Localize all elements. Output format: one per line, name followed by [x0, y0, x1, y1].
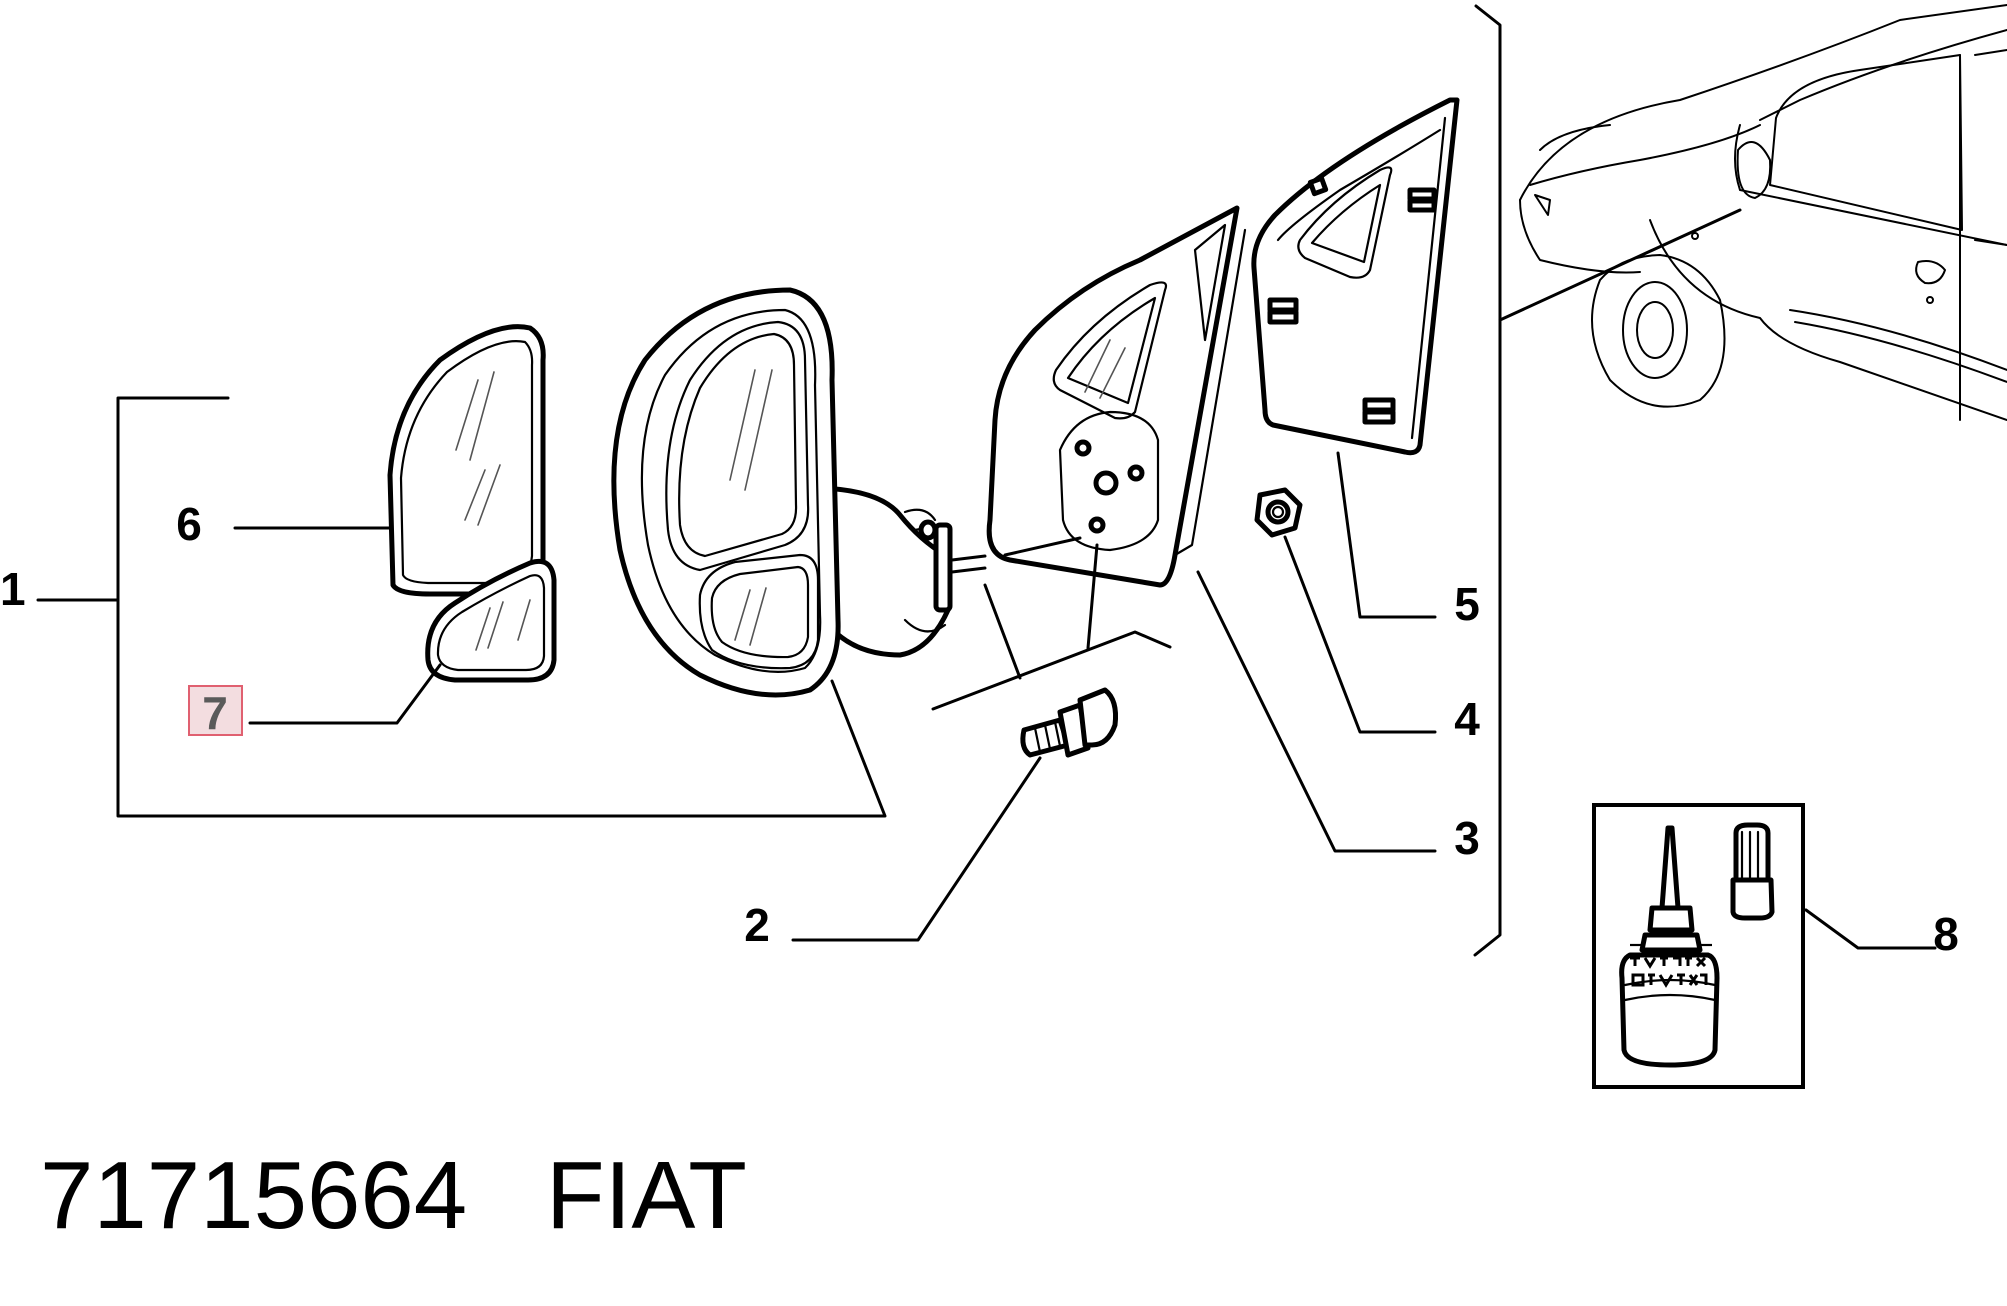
nut-icon: [1254, 487, 1303, 538]
screw-icon: [1020, 687, 1118, 758]
trim-cover-icon: [1251, 97, 1460, 456]
callout-5[interactable]: 5: [1454, 578, 1480, 630]
callout-1[interactable]: 1: [0, 563, 26, 615]
callout-4[interactable]: 4: [1454, 693, 1480, 745]
adhesive-kit-icon: [1592, 803, 1805, 1089]
mirror-housing-icon: [611, 287, 987, 698]
callout-2[interactable]: 2: [744, 899, 770, 951]
footer-brand: FIAT: [546, 1142, 747, 1249]
callout-3[interactable]: 3: [1454, 812, 1480, 864]
screw-reference-lines: [931, 543, 1172, 711]
mirror-glass-lower-icon: [425, 558, 557, 683]
group-bracket: [36, 396, 887, 818]
callout-8[interactable]: 8: [1933, 908, 1959, 960]
mirror-glass-upper-icon: [387, 324, 546, 597]
callout-7-highlight[interactable]: 7: [188, 685, 243, 739]
callout-6[interactable]: 6: [176, 498, 202, 550]
callout-7[interactable]: 7: [202, 687, 228, 739]
leader-lines: [233, 451, 1937, 950]
mirror-base-plate-icon: [986, 205, 1247, 588]
car-outline-icon: [1519, 4, 2007, 421]
footer-part-number: 71715664: [40, 1142, 467, 1249]
